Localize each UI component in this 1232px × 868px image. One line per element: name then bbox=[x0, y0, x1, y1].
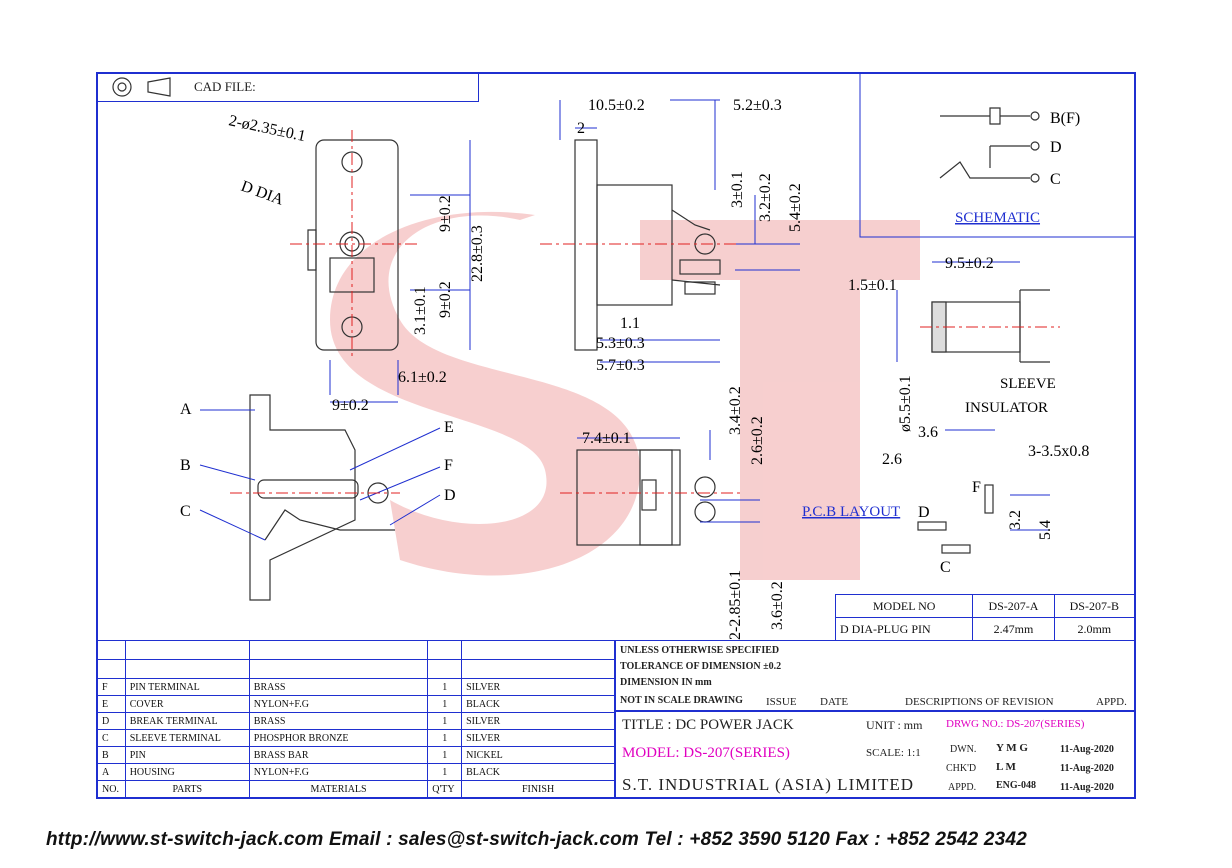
note-line1: UNLESS OTHERWISE SPECIFIED bbox=[620, 645, 780, 656]
section-label-f: F bbox=[444, 457, 453, 474]
plug-label-sleeve: SLEEVE bbox=[1000, 376, 1056, 392]
side-view-flange bbox=[574, 139, 598, 351]
schematic-label-d: D bbox=[1050, 139, 1062, 156]
pcb-pad-d bbox=[917, 521, 947, 531]
tb-dwn-name: Y M G bbox=[996, 742, 1028, 754]
section-label-c: C bbox=[180, 503, 191, 520]
section-label-e: E bbox=[444, 419, 454, 436]
bottom-dim-36: 3.6±0.2 bbox=[769, 581, 786, 630]
schematic-label-c: C bbox=[1050, 171, 1061, 188]
pcb-label-f: F bbox=[972, 479, 981, 496]
tb-title: TITLE : DC POWER JACK bbox=[622, 717, 794, 733]
tb-appd-label: APPD. bbox=[948, 782, 977, 793]
plug-label-insulator: INSULATOR bbox=[965, 400, 1048, 416]
pcb-label-d: D bbox=[918, 504, 930, 521]
tb-chk-name: L M bbox=[996, 761, 1016, 773]
front-dim-ddia: D DIA bbox=[239, 178, 287, 209]
side-dim-53: 5.3±0.3 bbox=[596, 335, 645, 352]
note-line4: NOT IN SCALE DRAWING bbox=[620, 695, 743, 706]
rev-date: DATE bbox=[820, 696, 849, 708]
rev-appd: APPD. bbox=[1096, 696, 1127, 708]
tb-scale: SCALE: 1:1 bbox=[866, 747, 921, 759]
pcb-dim-pad: 3-3.5x0.8 bbox=[1028, 443, 1089, 460]
front-dim-offset: 3.1±0.1 bbox=[412, 286, 429, 335]
side-dim-center: 3.2±0.2 bbox=[757, 173, 774, 222]
plug-dim-len: 9.5±0.2 bbox=[945, 255, 994, 272]
rev-desc: DESCRIPTIONS OF REVISION bbox=[905, 696, 1054, 708]
bottom-dim-34: 3.4±0.2 bbox=[727, 386, 744, 435]
model-r2: 2.0mm bbox=[1053, 617, 1136, 641]
side-dim-gap: 1.1 bbox=[620, 315, 640, 332]
section-label-b: B bbox=[180, 457, 191, 474]
bottom-dim-26: 2.6±0.2 bbox=[749, 416, 766, 465]
pcb-label-c: C bbox=[940, 559, 951, 576]
tb-unit: UNIT : mm bbox=[866, 718, 923, 732]
tb-chk-date: 11-Aug-2020 bbox=[1060, 763, 1114, 774]
front-dim-lower: 9±0.2 bbox=[437, 281, 454, 318]
cad-file-box bbox=[96, 72, 479, 102]
side-dim-flange: 2 bbox=[577, 120, 585, 137]
schematic-label-bf: B(F) bbox=[1050, 110, 1080, 127]
side-dim-total: 10.5±0.2 bbox=[588, 97, 645, 114]
plug-dim-ins: 1.5±0.1 bbox=[848, 277, 897, 294]
model-h2: DS-207-B bbox=[1053, 594, 1136, 618]
note-line2: TOLERANCE OF DIMENSION ±0.2 bbox=[620, 661, 782, 672]
model-r1: 2.47mm bbox=[972, 617, 1055, 641]
tb-model: MODEL: DS-207(SERIES) bbox=[622, 745, 790, 761]
rev-issue: ISSUE bbox=[766, 696, 797, 708]
cad-file-label: CAD FILE: bbox=[194, 79, 256, 94]
pcb-dim-32: 3.2 bbox=[1007, 510, 1024, 530]
pcb-title: P.C.B LAYOUT bbox=[802, 504, 900, 520]
bottom-view-body bbox=[576, 449, 673, 546]
section-label-d: D bbox=[444, 487, 456, 504]
tb-appd-name: ENG-048 bbox=[996, 780, 1036, 791]
model-h1: DS-207-A bbox=[972, 594, 1055, 618]
pcb-pad-c bbox=[941, 544, 971, 554]
side-dim-57: 5.7±0.3 bbox=[596, 357, 645, 374]
pcb-dim-26: 2.6 bbox=[882, 451, 902, 468]
tb-chk-label: CHK'D bbox=[946, 763, 977, 774]
plug-dim-dia: ø5.5±0.1 bbox=[897, 375, 914, 432]
tb-appd-date: 11-Aug-2020 bbox=[1060, 782, 1114, 793]
front-dim-upper: 9±0.2 bbox=[437, 195, 454, 232]
side-dim-body: 5.2±0.3 bbox=[733, 97, 782, 114]
contact-footer: http://www.st-switch-jack.com Email : sa… bbox=[46, 829, 1027, 850]
note-line3: DIMENSION IN mm bbox=[620, 677, 712, 688]
front-dim-height: 22.8±0.3 bbox=[469, 225, 486, 282]
bottom-dim-285: 2-2.85±0.1 bbox=[727, 570, 744, 640]
model-r0: D DIA-PLUG PIN bbox=[834, 617, 974, 641]
front-dim-hole: 2-ø2.35±0.1 bbox=[227, 112, 307, 145]
bottom-dim-74: 7.4±0.1 bbox=[582, 430, 631, 447]
section-label-a: A bbox=[180, 401, 192, 418]
tb-company: S.T. INDUSTRIAL (ASIA) LIMITED bbox=[622, 775, 915, 794]
tb-dwn-label: DWN. bbox=[950, 744, 977, 755]
schematic-title: SCHEMATIC bbox=[955, 210, 1040, 226]
model-h0: MODEL NO bbox=[834, 594, 974, 618]
projection-symbol-icon bbox=[112, 77, 132, 97]
pcb-dim-36: 3.6 bbox=[918, 424, 938, 441]
tb-drwg-no: DRWG NO.: DS-207(SERIES) bbox=[946, 718, 1085, 730]
title-block bbox=[615, 711, 1136, 799]
section-view-housing bbox=[249, 394, 356, 601]
side-dim-height: 5.4±0.2 bbox=[787, 183, 804, 232]
notes-box bbox=[615, 640, 1136, 711]
pcb-pad-f bbox=[984, 484, 994, 514]
front-dim-base: 9±0.2 bbox=[332, 397, 369, 414]
front-dim-width: 6.1±0.2 bbox=[398, 369, 447, 386]
tb-dwn-date: 11-Aug-2020 bbox=[1060, 744, 1114, 755]
schematic-symbol bbox=[939, 107, 1030, 179]
side-dim-pin: 3±0.1 bbox=[729, 171, 746, 208]
pcb-dim-54: 5.4 bbox=[1037, 520, 1054, 540]
